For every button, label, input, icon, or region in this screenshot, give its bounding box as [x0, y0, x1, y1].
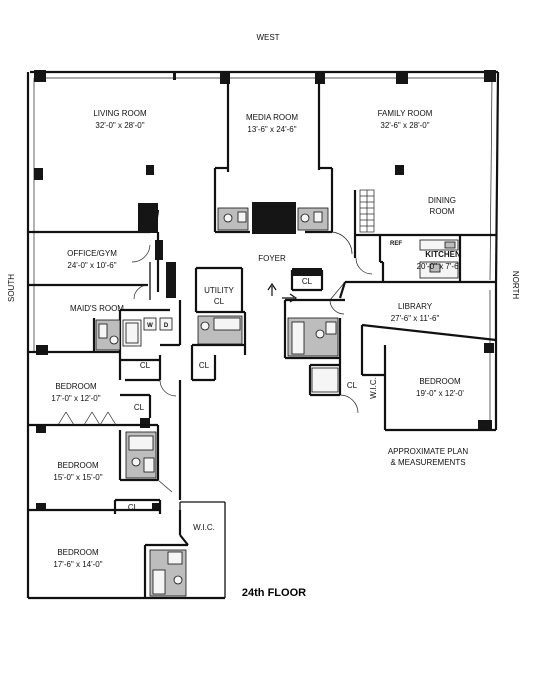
walk-in-closet-label: W.I.C.	[193, 523, 215, 532]
living-room-dims: 32'-0" x 28'-0"	[95, 121, 144, 130]
floor-label: 24th FLOOR	[242, 587, 306, 599]
bedroom3-name: BEDROOM	[57, 548, 99, 557]
closet-label: CL	[128, 503, 139, 512]
utility-line1: UTILITY	[204, 286, 234, 295]
bedroom2-name: BEDROOM	[57, 461, 99, 470]
closet-label: CL	[199, 361, 210, 370]
north-label: NORTH	[511, 271, 520, 300]
exterior-walls	[26, 70, 500, 600]
library-name: LIBRARY	[398, 302, 433, 311]
living-room-name: LIVING ROOM	[93, 109, 147, 118]
west-label: WEST	[256, 33, 279, 42]
plan-note-line1: APPROXIMATE PLAN	[388, 447, 469, 456]
media-room-dims: 13'-6" x 24'-6"	[247, 125, 296, 134]
structural-columns	[34, 70, 496, 511]
utility-line2: CL	[214, 297, 225, 306]
bedroom2-dims: 15'-0" x 15'-0"	[53, 473, 102, 482]
closet-label: CL	[302, 277, 313, 286]
bedroom1-name: BEDROOM	[55, 382, 97, 391]
master-bedroom-name: BEDROOM	[419, 377, 461, 386]
bedroom1-dims: 17'-0" x 12'-0"	[51, 394, 100, 403]
kitchen-dims: 20'-0" x 7'-6"	[417, 262, 462, 271]
foyer-name: FOYER	[258, 254, 286, 263]
washer-label: W	[147, 323, 153, 329]
entry-arrows	[267, 282, 298, 303]
south-label: SOUTH	[7, 274, 16, 302]
library-dims: 27'-6" x 11'-6"	[391, 314, 440, 323]
family-room-name: FAMILY ROOM	[378, 109, 433, 118]
dining-room-line2: ROOM	[430, 207, 455, 216]
maids-room-name: MAID'S ROOM	[70, 304, 124, 313]
closet-label: CL	[347, 381, 358, 390]
closet-label: CL	[140, 361, 151, 370]
stair	[359, 189, 375, 233]
kitchen-name: KITCHEN	[425, 250, 461, 259]
dryer-label: D	[164, 323, 169, 329]
family-room-dims: 32'-6" x 28'-0"	[380, 121, 429, 130]
doors	[131, 231, 373, 414]
interior-walls	[28, 80, 497, 598]
office-gym-name: OFFICE/GYM	[67, 249, 117, 258]
dining-room-line1: DINING	[428, 196, 456, 205]
closet-label: CL	[134, 403, 145, 412]
plan-note-line2: & MEASUREMENTS	[390, 458, 465, 467]
ref-label: REF	[390, 241, 402, 247]
master-bedroom-dims: 19'-0" x 12'-0'	[416, 389, 464, 398]
bedroom3-dims: 17'-6" x 14'-0"	[53, 560, 102, 569]
walk-in-closet-vertical-label: W.I.C.	[369, 377, 378, 399]
media-room-name: MEDIA ROOM	[246, 113, 298, 122]
office-gym-dims: 24'-0" x 10'-6"	[67, 261, 116, 270]
fixtures	[95, 207, 459, 597]
